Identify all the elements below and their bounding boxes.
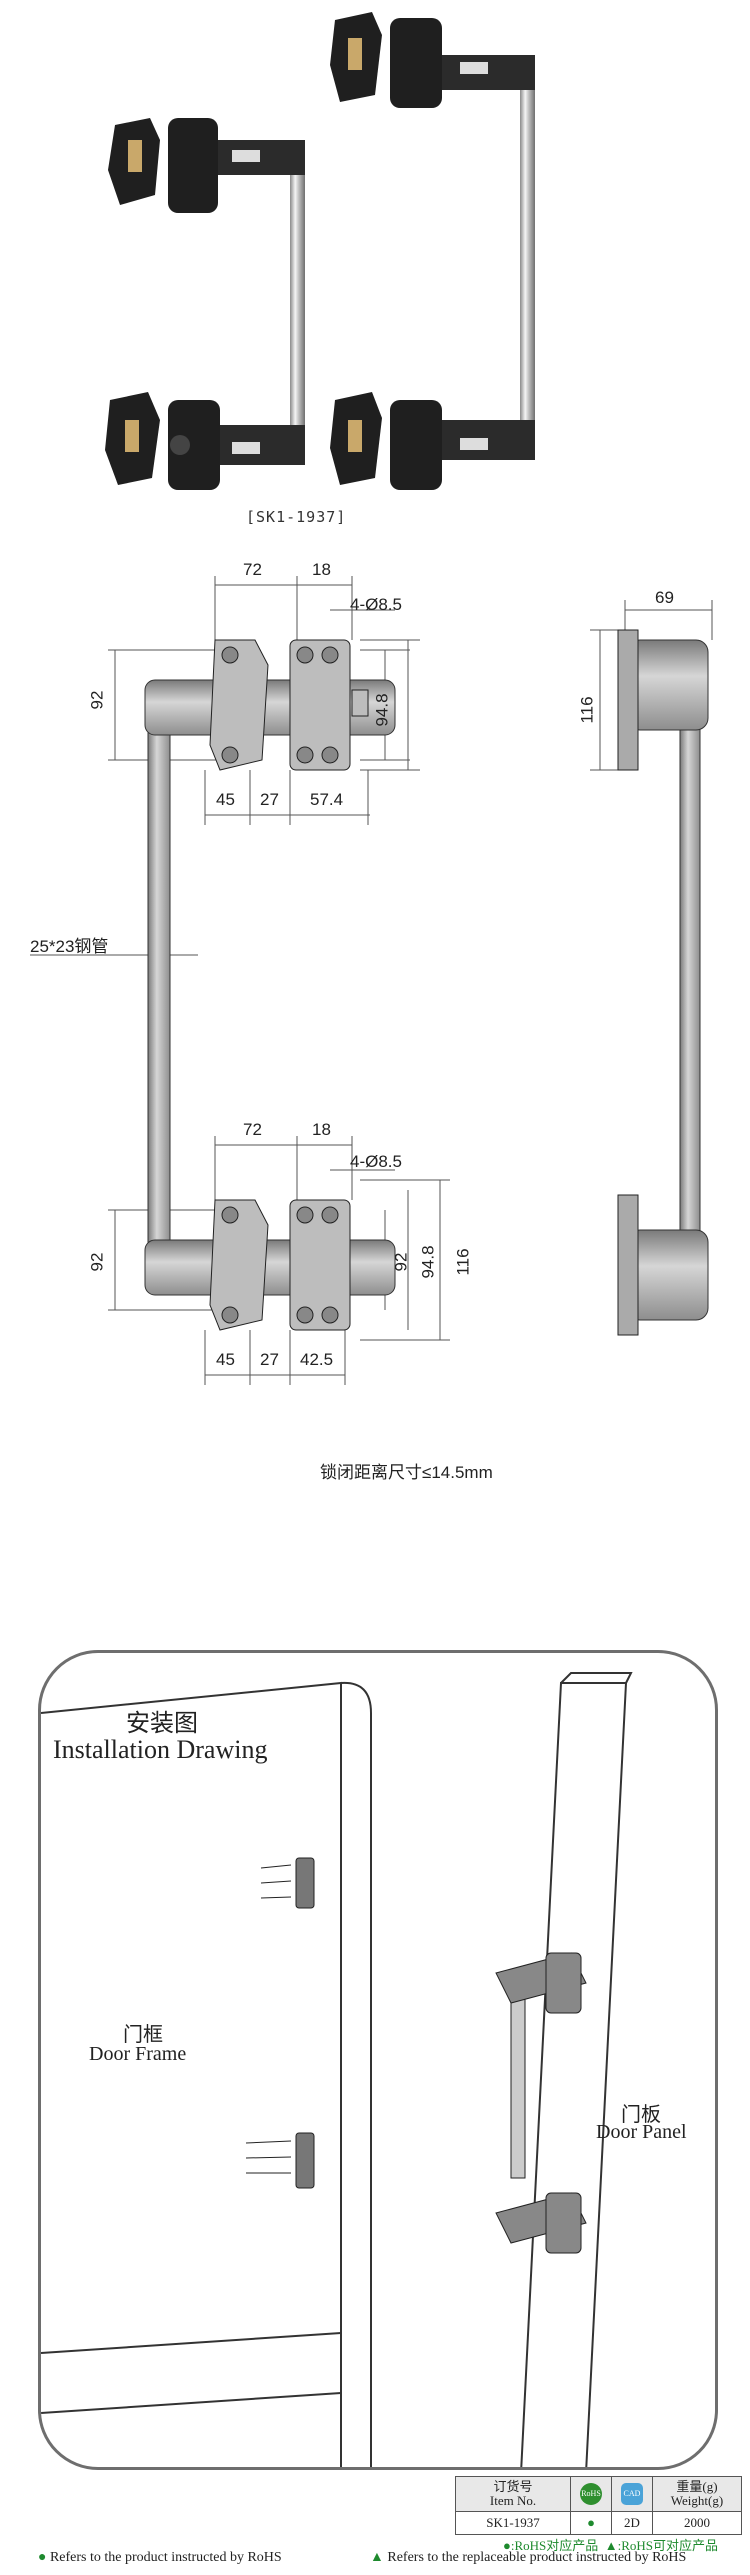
spec-item-no: SK1-1937 [455, 2511, 571, 2535]
left-handle-bar [290, 150, 305, 440]
panel-handle-assembly [495, 1952, 587, 2254]
spec-rohs-value: ● [570, 2511, 612, 2535]
installation-panel: 安装图 Installation Drawing 门框 Door Frame 门… [38, 1650, 718, 2470]
right-top-hinge [330, 12, 488, 108]
dim-hole-top: 4-Ø8.5 [350, 595, 402, 614]
dim-72-bottom: 72 [243, 1120, 262, 1139]
door-panel-cn: 门板 [621, 2104, 661, 2126]
product-photo [105, 12, 535, 490]
dim-27-bottom: 27 [260, 1350, 279, 1369]
dim-69-side: 69 [655, 588, 674, 607]
dim-72-top: 72 [243, 560, 262, 579]
door-frame-cn: 门框 [123, 2024, 163, 2046]
dim-94-8-bottom: 94.8 [418, 1245, 438, 1279]
dim-42-5-bottom: 42.5 [300, 1350, 334, 1369]
dim-18-bottom: 18 [312, 1120, 331, 1139]
lock-distance-label: 锁闭距离尺寸≤14.5mm [320, 1463, 493, 1482]
spec-weight-value: 2000 [652, 2511, 742, 2535]
install-title-cn: 安装图 [126, 1711, 198, 1737]
tube-spec-label: 25*23钢管 [30, 937, 109, 956]
door-panel-en: Door Panel [596, 2121, 687, 2143]
spec-header-cad: CAD [611, 2476, 653, 2512]
dim-92-bottom-right: 92 [391, 1252, 411, 1272]
dim-92-bottom-left: 92 [87, 1252, 107, 1272]
dim-116-side: 116 [577, 696, 597, 724]
dim-27-top: 27 [260, 790, 279, 809]
dim-92-top: 92 [87, 690, 107, 710]
front-bottom-hinge [209, 1199, 351, 1331]
spec-header-weight: 重量(g)Weight(g) [652, 2476, 742, 2512]
cad-icon: CAD [621, 2483, 643, 2505]
rohs-icon: RoHS [580, 2483, 602, 2505]
front-tube [147, 689, 171, 1261]
footnote-rohs-replace: ▲ Refers to the replaceable product inst… [370, 2550, 687, 2565]
dim-hole-bottom: 4-Ø8.5 [350, 1152, 402, 1171]
rohs-legend: ●:RoHS对应产品 ▲:RoHS可对应产品 [503, 2538, 719, 2553]
dim-57-4-top: 57.4 [310, 790, 344, 809]
dim-18-top: 18 [312, 560, 331, 579]
dim-45-bottom: 45 [216, 1350, 235, 1369]
right-handle-bar [520, 70, 535, 430]
spec-header-rohs: RoHS [570, 2476, 612, 2512]
side-tube [679, 699, 701, 1261]
install-title-en: Installation Drawing [53, 1735, 268, 1764]
door-frame-en: Door Frame [89, 2043, 187, 2065]
frame-hinge-bottom [245, 2132, 315, 2189]
left-bottom-hinge [105, 392, 260, 490]
rohs-dot-icon: ● [38, 2550, 47, 2565]
installation-illustration [41, 1672, 633, 2467]
footnote-rohs: ● Refers to the product instructed by Ro… [38, 2550, 282, 2565]
dim-45-top: 45 [216, 790, 235, 809]
left-top-hinge [108, 118, 260, 213]
rohs-triangle-icon: ▲ [370, 2550, 384, 2565]
frame-hinge-top [260, 1857, 315, 1909]
spec-cad-value: 2D [611, 2511, 653, 2535]
product-caption: [SK1-1937] [246, 508, 347, 526]
technical-drawing [30, 576, 713, 1385]
front-top-hinge [209, 639, 369, 771]
right-bottom-hinge [330, 392, 488, 490]
dim-116-bottom: 116 [453, 1248, 473, 1276]
dim-94-8-top: 94.8 [372, 693, 392, 727]
